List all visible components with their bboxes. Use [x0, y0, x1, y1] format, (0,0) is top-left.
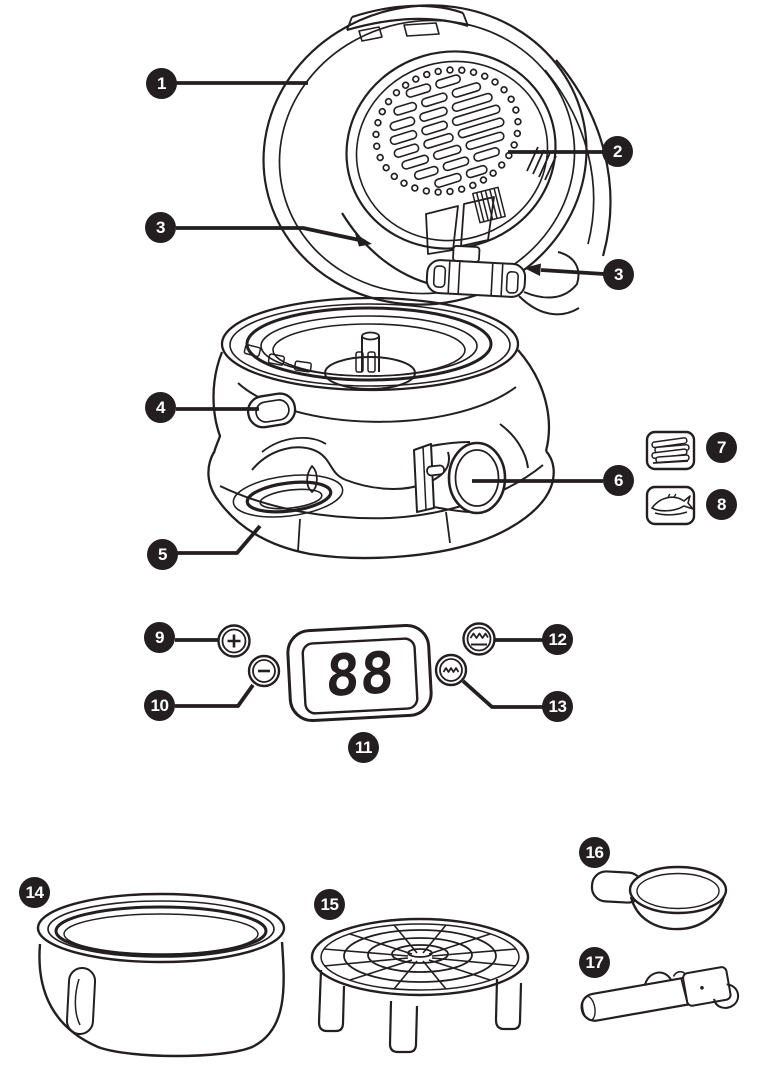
- callout-6: 6: [603, 465, 634, 496]
- pot-handle-recess: [65, 967, 97, 1035]
- timer-knob: [413, 441, 507, 515]
- upper-heat-element-icon: [462, 622, 496, 656]
- lid-drawing: [262, 4, 612, 306]
- callout-14: 14: [19, 877, 50, 908]
- callout-8: 8: [706, 489, 737, 520]
- paddle-spindle: [324, 331, 416, 390]
- steam-hatch-lines: [526, 146, 557, 181]
- callout-3-right: 3: [603, 259, 634, 290]
- lid-grill-vent-icon: [372, 66, 522, 196]
- callout-16: 16: [579, 837, 610, 868]
- callout-13: 13: [542, 691, 573, 722]
- pot-drawing: [36, 892, 286, 1058]
- lower-heat-element-icon: [434, 653, 468, 687]
- callout-11: 11: [348, 732, 379, 763]
- fish-icon: [651, 493, 694, 516]
- plus-button-icon: [217, 624, 251, 658]
- callout-2: 2: [602, 136, 633, 167]
- handle-drawing: [580, 966, 740, 1022]
- callout-3-left: 3: [145, 212, 176, 243]
- callout-5: 5: [147, 539, 178, 570]
- base-drawing: [207, 423, 555, 560]
- callout-9: 9: [144, 622, 175, 653]
- callout-10: 10: [144, 690, 175, 721]
- minus-button-icon: [247, 654, 281, 688]
- spoon-drawing: [590, 865, 728, 931]
- food-icon-boxes: [645, 430, 696, 526]
- rack-drawing: [310, 917, 530, 1054]
- french-fries-icon: [651, 437, 690, 464]
- lid-vent-grate: [472, 186, 506, 224]
- fish-icon-box: [645, 485, 696, 526]
- timer-display-value: 88: [324, 640, 396, 710]
- lid-handle: [346, 4, 469, 42]
- control-panel-drawing: [217, 622, 496, 722]
- callout-7: 7: [706, 432, 737, 463]
- display-window: [286, 623, 433, 722]
- leader-lines: [175, 81, 605, 709]
- callout-12: 12: [542, 624, 573, 655]
- callout-4: 4: [145, 392, 176, 423]
- spoon-rest: [232, 474, 344, 518]
- body-drawing: [212, 296, 551, 454]
- callout-17: 17: [579, 947, 610, 978]
- callout-1: 1: [146, 68, 177, 99]
- lid-release-button: [246, 392, 297, 429]
- hinge-drawing: [425, 245, 580, 316]
- callout-15: 15: [314, 889, 345, 920]
